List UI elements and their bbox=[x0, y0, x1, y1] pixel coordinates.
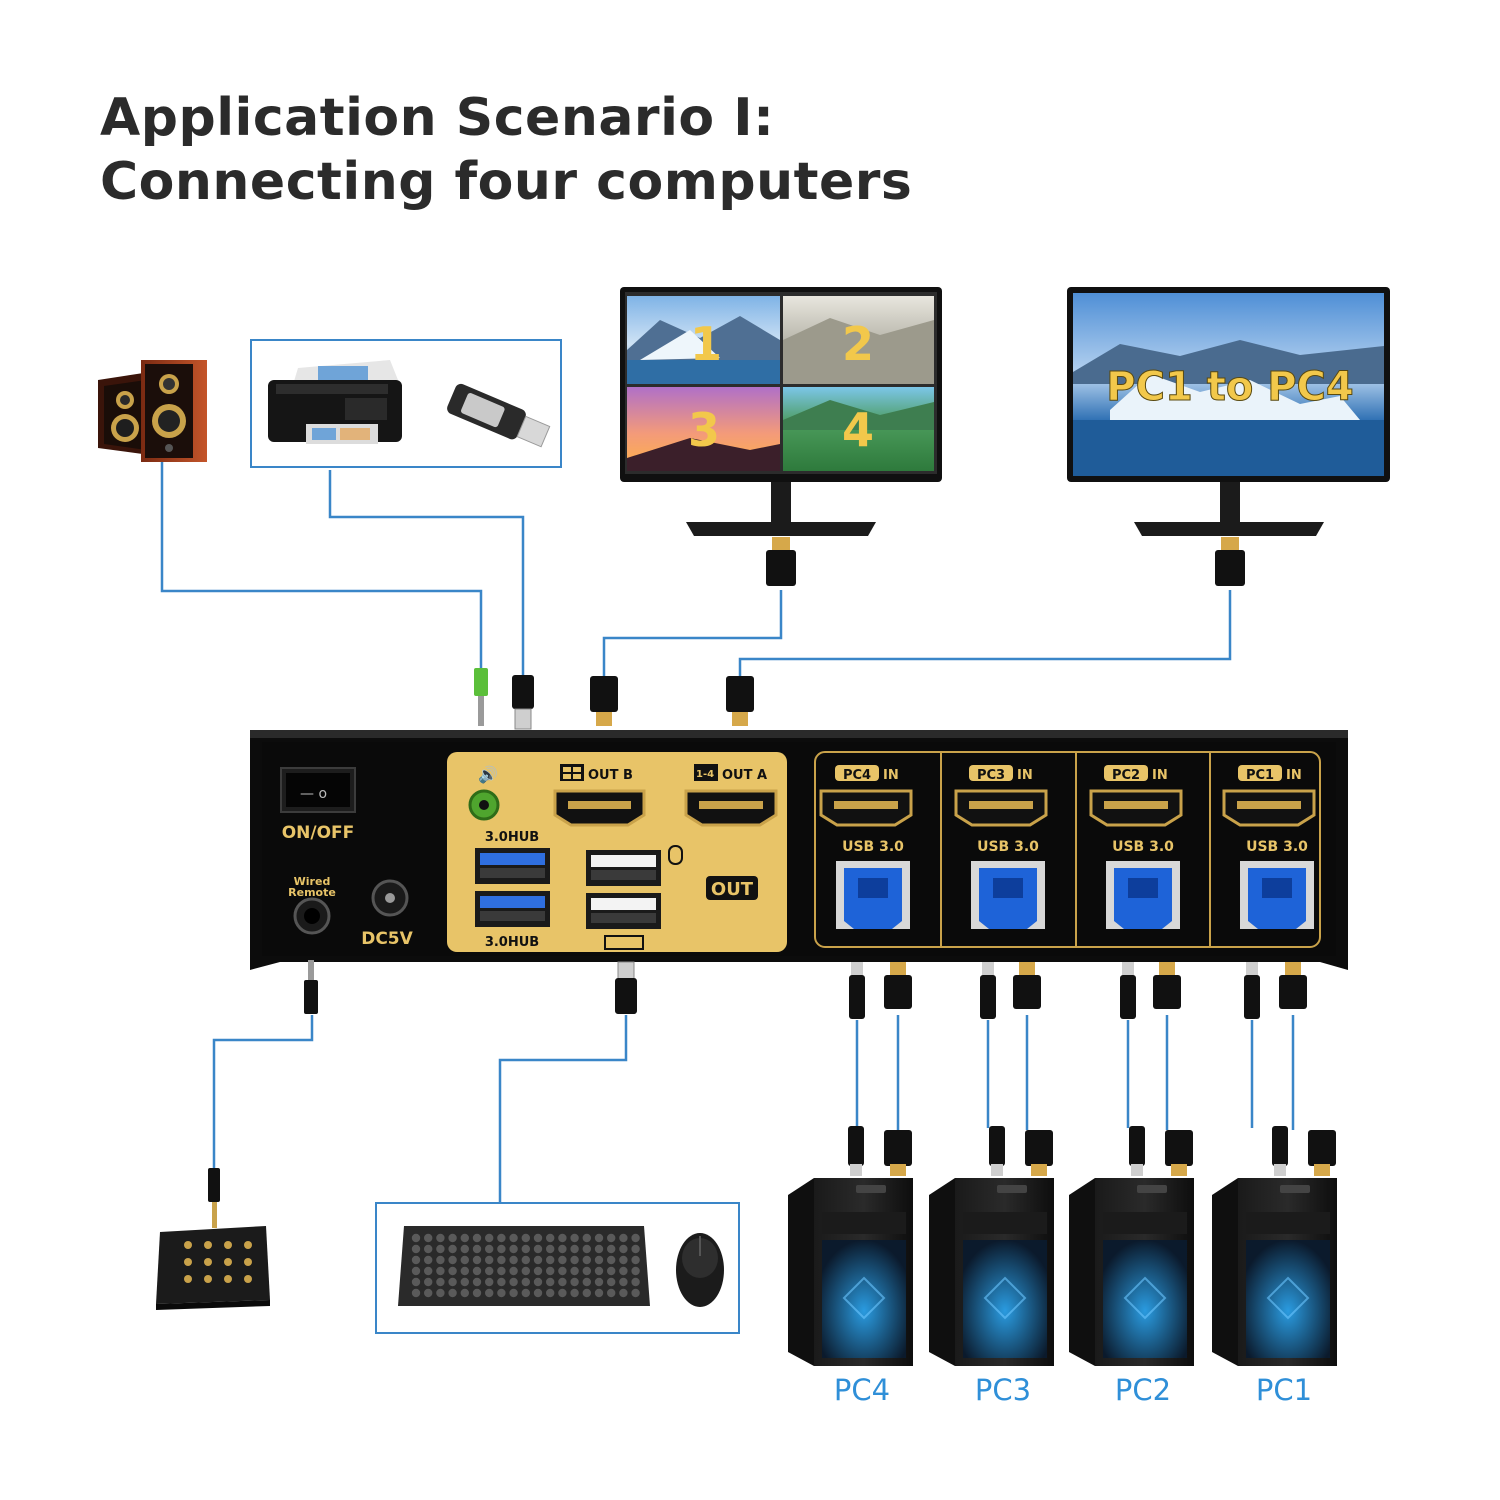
usb3-hub-port-1[interactable] bbox=[475, 848, 550, 884]
out-a-badge: 1-4 bbox=[694, 764, 718, 781]
pc4-tag: PC4 bbox=[843, 768, 871, 783]
out-b-badge bbox=[560, 764, 584, 781]
hdmi-port-out-b[interactable] bbox=[553, 789, 646, 827]
out-label-box bbox=[706, 876, 758, 900]
pc-tower-pc2 bbox=[1069, 1126, 1194, 1366]
usb-stick-icon bbox=[447, 383, 551, 448]
pc-tower-pc3 bbox=[929, 1126, 1054, 1366]
printer-icon bbox=[268, 360, 402, 444]
wired-remote-label-1: Wired bbox=[294, 875, 331, 888]
keyboard-icon bbox=[398, 1226, 650, 1306]
hdmi-plug-out-a bbox=[726, 676, 754, 726]
dc-label: DC5V bbox=[361, 929, 413, 949]
hdmi-plug-monitor-b bbox=[1215, 537, 1245, 586]
keyboard-glyph-icon bbox=[604, 935, 644, 950]
quadrant-label-4: 4 bbox=[842, 403, 874, 457]
pc-tower-pc1 bbox=[1212, 1126, 1337, 1366]
pc-towers bbox=[788, 1126, 1337, 1366]
monitor-b: PC1 to PC4 bbox=[1067, 287, 1390, 536]
usb-b-port-pc4[interactable] bbox=[836, 861, 910, 929]
power-label: ON/OFF bbox=[282, 823, 355, 843]
power-switch[interactable]: — o bbox=[280, 767, 356, 813]
usb-port-keyboard[interactable] bbox=[586, 893, 661, 929]
pc-label-pc1: PC1 bbox=[1256, 1373, 1312, 1407]
pc-input-pc1: PC1 IN USB 3.0 bbox=[1222, 765, 1316, 929]
mouse-glyph-icon bbox=[668, 845, 683, 865]
usb-port-mouse[interactable] bbox=[586, 850, 661, 886]
speaker-glyph-icon: 🔊 bbox=[478, 765, 498, 784]
usb-plug-keyboard bbox=[615, 961, 637, 1014]
out-b-label: OUT B bbox=[588, 768, 633, 783]
pc-input-panel bbox=[814, 751, 1321, 948]
usb-b-port-pc1[interactable] bbox=[1240, 861, 1314, 929]
pc-cable-plugs bbox=[849, 962, 1307, 1019]
pc-label-pc2: PC2 bbox=[1115, 1373, 1171, 1407]
pc2-usb-label: USB 3.0 bbox=[1112, 839, 1174, 855]
audio-plug bbox=[474, 668, 488, 726]
monitor-b-caption: PC1 to PC4 bbox=[1106, 364, 1353, 410]
monitor-a: 1 2 3 4 bbox=[620, 287, 942, 536]
pc-label-pc4: PC4 bbox=[834, 1373, 890, 1407]
usb-b-port-pc2[interactable] bbox=[1106, 861, 1180, 929]
out-a-label: OUT A bbox=[722, 768, 767, 783]
pc4-usb-label: USB 3.0 bbox=[842, 839, 904, 855]
hdmi-port-pc4[interactable] bbox=[819, 789, 913, 827]
pc3-tag: PC3 bbox=[977, 768, 1005, 783]
pc2-in-label: IN bbox=[1152, 768, 1168, 783]
mouse-icon bbox=[676, 1233, 724, 1307]
pc3-in-label: IN bbox=[1017, 768, 1033, 783]
hdmi-port-pc1[interactable] bbox=[1222, 789, 1316, 827]
usb3-hub-port-2[interactable] bbox=[475, 891, 550, 927]
page-title: Application Scenario I: Connecting four … bbox=[100, 86, 912, 214]
usb-plug-printer bbox=[512, 675, 534, 730]
wired-remote-label-2: Remote bbox=[288, 886, 336, 899]
quadrant-label-3: 3 bbox=[688, 403, 720, 457]
hdmi-plug-monitor-a bbox=[766, 537, 796, 586]
usb-b-port-pc3[interactable] bbox=[971, 861, 1045, 929]
quadrant-label-1: 1 bbox=[690, 317, 722, 371]
quadrant-label-2: 2 bbox=[842, 317, 874, 371]
hub-top-label: 3.0HUB bbox=[485, 830, 539, 845]
hub-bottom-label: 3.0HUB bbox=[485, 935, 539, 950]
cable-speaker bbox=[160, 462, 483, 672]
wired-remote-device bbox=[156, 1168, 270, 1310]
hdmi-plug-out-b bbox=[590, 676, 618, 726]
svg-text:— o: — o bbox=[300, 786, 327, 802]
pc1-in-label: IN bbox=[1286, 768, 1302, 783]
pc-label-pc3: PC3 bbox=[975, 1373, 1031, 1407]
title-line-1: Application Scenario I: bbox=[100, 88, 775, 148]
hdmi-port-pc3[interactable] bbox=[954, 789, 1048, 827]
pc-input-pc4: PC4 IN USB 3.0 bbox=[819, 765, 913, 929]
kvm-switch: — o ON/OFF Wired Remote DC5V 🔊 3.0HUB 3.… bbox=[250, 730, 1348, 970]
title-line-2: Connecting four computers bbox=[100, 152, 913, 212]
hdmi-port-pc2[interactable] bbox=[1089, 789, 1183, 827]
pc4-in-label: IN bbox=[883, 768, 899, 783]
pc1-tag: PC1 bbox=[1246, 768, 1274, 783]
cable-monitor-a bbox=[602, 590, 783, 678]
peripheral-box bbox=[250, 339, 562, 468]
remote-plug bbox=[304, 960, 318, 1014]
speaker-icon bbox=[98, 360, 207, 462]
pc3-usb-label: USB 3.0 bbox=[977, 839, 1039, 855]
cable-remote bbox=[212, 1015, 314, 1170]
cable-keyboard bbox=[498, 1015, 628, 1202]
keyboard-mouse-box bbox=[375, 1202, 740, 1334]
pc-input-pc2: PC2 IN USB 3.0 bbox=[1089, 765, 1183, 929]
hdmi-port-out-a[interactable] bbox=[684, 789, 778, 827]
out-label: OUT bbox=[711, 879, 754, 900]
svg-text:1-4: 1-4 bbox=[696, 769, 714, 780]
pc-input-pc3: PC3 IN USB 3.0 bbox=[954, 765, 1048, 929]
pc2-tag: PC2 bbox=[1112, 768, 1140, 783]
pc-tower-pc4 bbox=[788, 1126, 913, 1366]
cable-printer-usb bbox=[328, 470, 525, 678]
cable-monitor-b bbox=[738, 590, 1232, 678]
pc1-usb-label: USB 3.0 bbox=[1246, 839, 1308, 855]
cable-lines bbox=[160, 462, 1295, 1202]
